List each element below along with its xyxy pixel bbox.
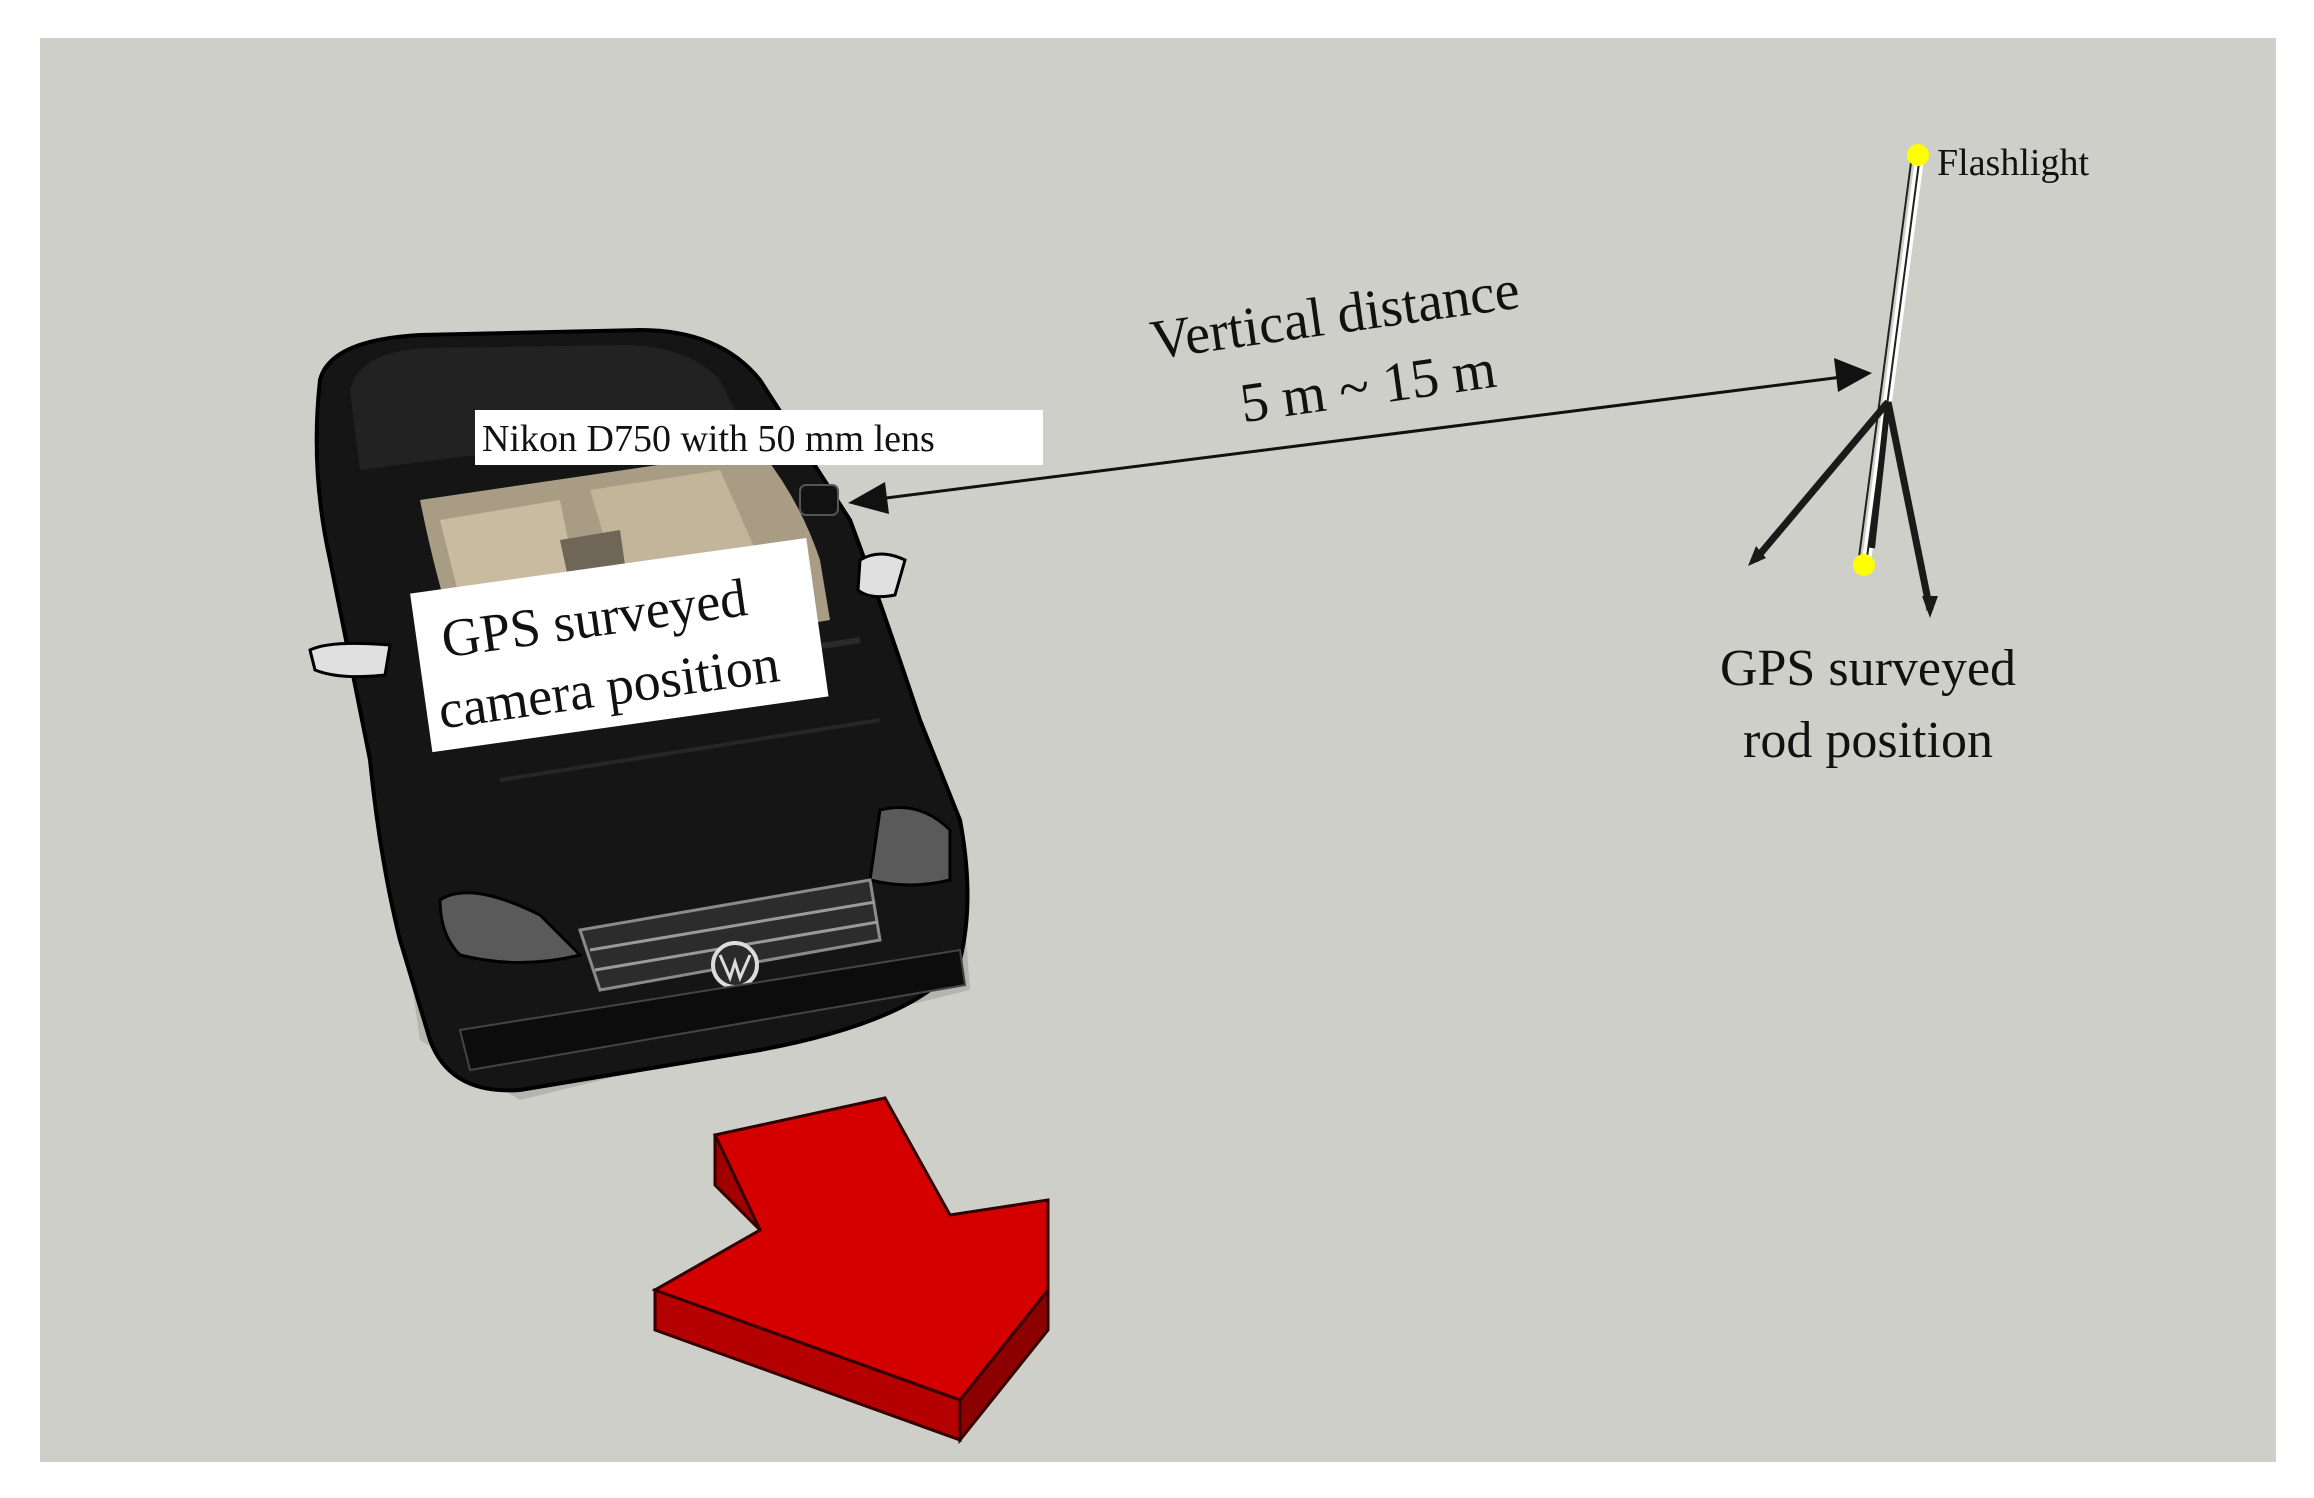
red-arrow-icon [651, 1096, 1050, 1445]
tripod-icon [1748, 144, 1938, 618]
camera-icon [799, 484, 839, 516]
rod-base-dot [1853, 554, 1875, 576]
rod-position-line2: rod position [1743, 712, 1993, 769]
camera-position-box [410, 537, 829, 753]
flashlight-dot [1907, 144, 1929, 166]
rod-position-line1: GPS surveyed [1720, 640, 2016, 697]
camera-label-box [475, 410, 1043, 465]
flashlight-label: Flashlight [1937, 142, 2089, 184]
distance-arrow [848, 358, 1872, 514]
camera-label: Nikon D750 with 50 mm lens [482, 418, 935, 460]
